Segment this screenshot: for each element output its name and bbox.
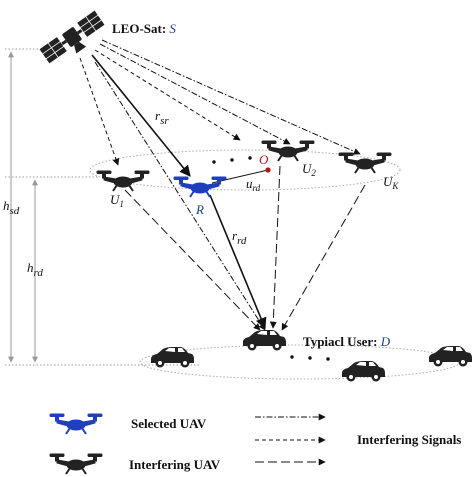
h-sd-label: hsd bbox=[3, 198, 20, 217]
ellipsis-dot bbox=[248, 156, 252, 160]
sat-to-relay-link bbox=[91, 54, 191, 177]
legend-interfering-uav-label: Interfering UAV bbox=[129, 457, 221, 472]
r-rd-label: rrd bbox=[232, 228, 247, 247]
sat-to-u1-link bbox=[79, 57, 120, 166]
ellipsis-dot bbox=[290, 355, 294, 359]
interfering-uav-u1 bbox=[96, 170, 150, 192]
u1-to-user-link bbox=[124, 189, 261, 331]
u-rd-label: urd bbox=[246, 176, 261, 193]
sat-to-u2-dash-link bbox=[94, 49, 241, 141]
legend-interfering-uav-icon bbox=[49, 453, 103, 475]
interfering-uav-u2 bbox=[261, 140, 315, 162]
sat-to-u2-dashdot-link bbox=[99, 43, 291, 145]
relay-label: R bbox=[195, 202, 204, 217]
relay-to-user-link bbox=[209, 194, 267, 330]
ellipsis-dot bbox=[212, 160, 216, 164]
legend-selected-uav-icon bbox=[49, 413, 103, 435]
r-sr-label: rsr bbox=[155, 108, 169, 127]
legend-selected-uav-label: Selected UAV bbox=[131, 416, 207, 431]
satellite-icon bbox=[38, 9, 106, 65]
h-rd-label: hrd bbox=[27, 260, 43, 279]
ellipsis-dot bbox=[308, 356, 312, 360]
sat-to-uk-link bbox=[101, 39, 361, 155]
u1-label: U1 bbox=[110, 192, 124, 209]
sat-to-user-link bbox=[94, 61, 266, 331]
satellite-label: LEO-Sat: S bbox=[112, 21, 176, 36]
car-right bbox=[429, 346, 472, 367]
uav-layer-ellipse bbox=[89, 149, 401, 191]
legend-interfering-signals-label: Interfering Signals bbox=[357, 432, 461, 447]
selected-uav-relay bbox=[173, 176, 227, 198]
center-label: O bbox=[259, 152, 269, 167]
u2-to-user-link bbox=[269, 165, 281, 329]
u2-label: U2 bbox=[302, 161, 316, 178]
interfering-uav-uk bbox=[338, 152, 392, 174]
center-dot bbox=[265, 167, 271, 173]
uk-label: UK bbox=[383, 174, 399, 191]
uk-to-user-link bbox=[281, 184, 366, 331]
user-label: Typiacl User: D bbox=[303, 334, 391, 349]
ellipsis-dot bbox=[230, 158, 234, 162]
ellipsis-dot bbox=[326, 357, 330, 361]
u-rd-line bbox=[211, 169, 269, 184]
user-car-d bbox=[243, 330, 286, 351]
car-middle bbox=[342, 361, 385, 382]
